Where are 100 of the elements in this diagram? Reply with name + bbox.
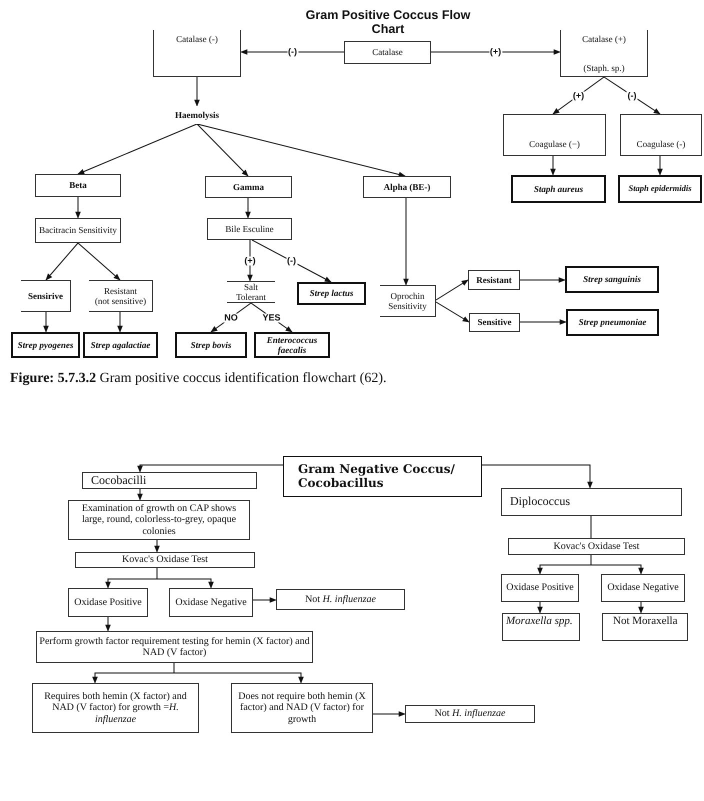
box-text: Catalase <box>372 47 403 58</box>
process-box <box>344 41 431 64</box>
box-text: Staph aureus <box>534 184 584 194</box>
edge-label: (+) <box>488 48 502 56</box>
box-text: Sensitive <box>477 317 512 328</box>
connector-line <box>590 516 592 538</box>
box-text: Moraxella spp. <box>506 615 573 628</box>
arrow <box>174 662 304 684</box>
box-text: Haemolysis <box>175 110 219 120</box>
chart-title: Gram Positive Coccus Flow Chart <box>304 8 472 36</box>
arrow <box>196 124 248 176</box>
box-text: Requires both hemin (X factor) and NAD (V factor) for growth =H. influenzae <box>43 691 188 725</box>
box-text: Not Moraxella <box>613 615 678 628</box>
arrow <box>520 319 567 325</box>
process-box <box>35 218 121 243</box>
box-text: Salt Tolerant <box>235 282 267 302</box>
arrow <box>403 198 409 286</box>
process-box <box>508 538 685 555</box>
box-text: Bacitracin Sensitivity <box>39 225 117 236</box>
arrow <box>252 240 332 282</box>
box-text: Gamma <box>233 182 264 192</box>
edge-label: (-) <box>286 256 297 266</box>
box-text: (not sensitive) <box>94 296 146 306</box>
process-box <box>169 588 253 617</box>
arrow <box>78 242 121 280</box>
box-text: Kovac's Oxidase Test <box>554 540 640 552</box>
process-box <box>75 552 255 568</box>
arrow <box>240 49 344 55</box>
arrow <box>482 464 593 489</box>
box-text: Alpha (BE-) <box>384 182 430 192</box>
process-box <box>501 574 579 602</box>
box-text: Coagulase (-) <box>636 138 686 149</box>
box-text: Strep bovis <box>190 340 232 350</box>
arrow <box>520 277 566 283</box>
process-box <box>276 589 405 610</box>
result-box <box>565 266 659 293</box>
process-box <box>502 613 580 641</box>
process-box <box>405 705 535 723</box>
process-box <box>205 176 292 198</box>
box-text: Strep sanguinis <box>583 274 641 285</box>
arrow <box>250 302 293 332</box>
box-text: Beta <box>69 180 87 191</box>
box-text: (Staph. sp.) <box>583 62 625 73</box>
result-box <box>297 282 366 305</box>
arrow <box>537 602 543 614</box>
arrow <box>105 616 111 632</box>
process-box <box>68 500 250 540</box>
arrow <box>430 49 561 55</box>
process-box <box>21 280 71 312</box>
arrow <box>137 464 284 473</box>
box-text: Oxidase Positive <box>506 582 574 594</box>
box-text: Oxidase Negative <box>175 596 247 608</box>
process-box <box>153 30 241 77</box>
box-text: Perform growth factor requirement testing for hemin (X factor) and NAD (V factor) <box>39 636 310 658</box>
process-box <box>82 472 257 489</box>
edge-label: NO <box>223 313 239 322</box>
box-text: Enterococcus faecalis <box>266 334 318 356</box>
edge-label: (+) <box>243 256 257 265</box>
result-box <box>83 332 158 358</box>
box-text: Not H. influenzae <box>434 708 506 720</box>
box-text: Cocobacilli <box>91 474 146 488</box>
box-text: Kovac's Oxidase Test <box>122 554 208 566</box>
process-box <box>602 613 688 641</box>
arrow <box>604 76 661 114</box>
arrow <box>156 568 214 589</box>
arrow <box>46 242 78 281</box>
process-box <box>601 574 685 602</box>
box-text: Strep pyogenes <box>18 340 74 350</box>
arrow <box>43 312 49 333</box>
arrow <box>657 156 663 176</box>
figure-caption: Figure: 5.7.3.2 Gram positive coccus identification flowchart (62). <box>10 371 386 387</box>
process-box <box>620 114 702 156</box>
process-box <box>231 683 373 733</box>
arrow <box>436 302 470 322</box>
process-box <box>35 174 121 197</box>
process-box <box>283 456 482 497</box>
arrow <box>550 156 556 176</box>
arrow <box>372 711 406 717</box>
box-text: Bile Esculine <box>225 224 274 234</box>
arrow <box>154 540 160 553</box>
arrow <box>590 554 644 575</box>
box-text: Resistant <box>104 286 137 296</box>
box-text: Strep lactus <box>310 288 354 299</box>
box-text: Does not require both hemin (X factor) and NAD (V factor) for growth <box>237 691 367 725</box>
arrow <box>252 597 277 603</box>
result-box <box>511 175 606 203</box>
arrow <box>436 280 469 300</box>
process-box <box>68 588 148 617</box>
box-text: Coagulase (−) <box>529 138 580 149</box>
box-text: Strep agalactiae <box>90 340 150 350</box>
process-box <box>503 114 606 156</box>
box-text: Oxidase Positive <box>74 596 142 608</box>
edge-label: (+) <box>572 91 586 100</box>
box-text: Resistant <box>476 274 512 286</box>
arrow <box>247 240 253 282</box>
arrow <box>194 76 200 107</box>
process-box <box>36 631 313 663</box>
box-text: Diplococcus <box>510 495 570 509</box>
box-text: Staph epidermidis <box>628 184 692 194</box>
box-text: Not H. influenzae <box>305 594 376 606</box>
